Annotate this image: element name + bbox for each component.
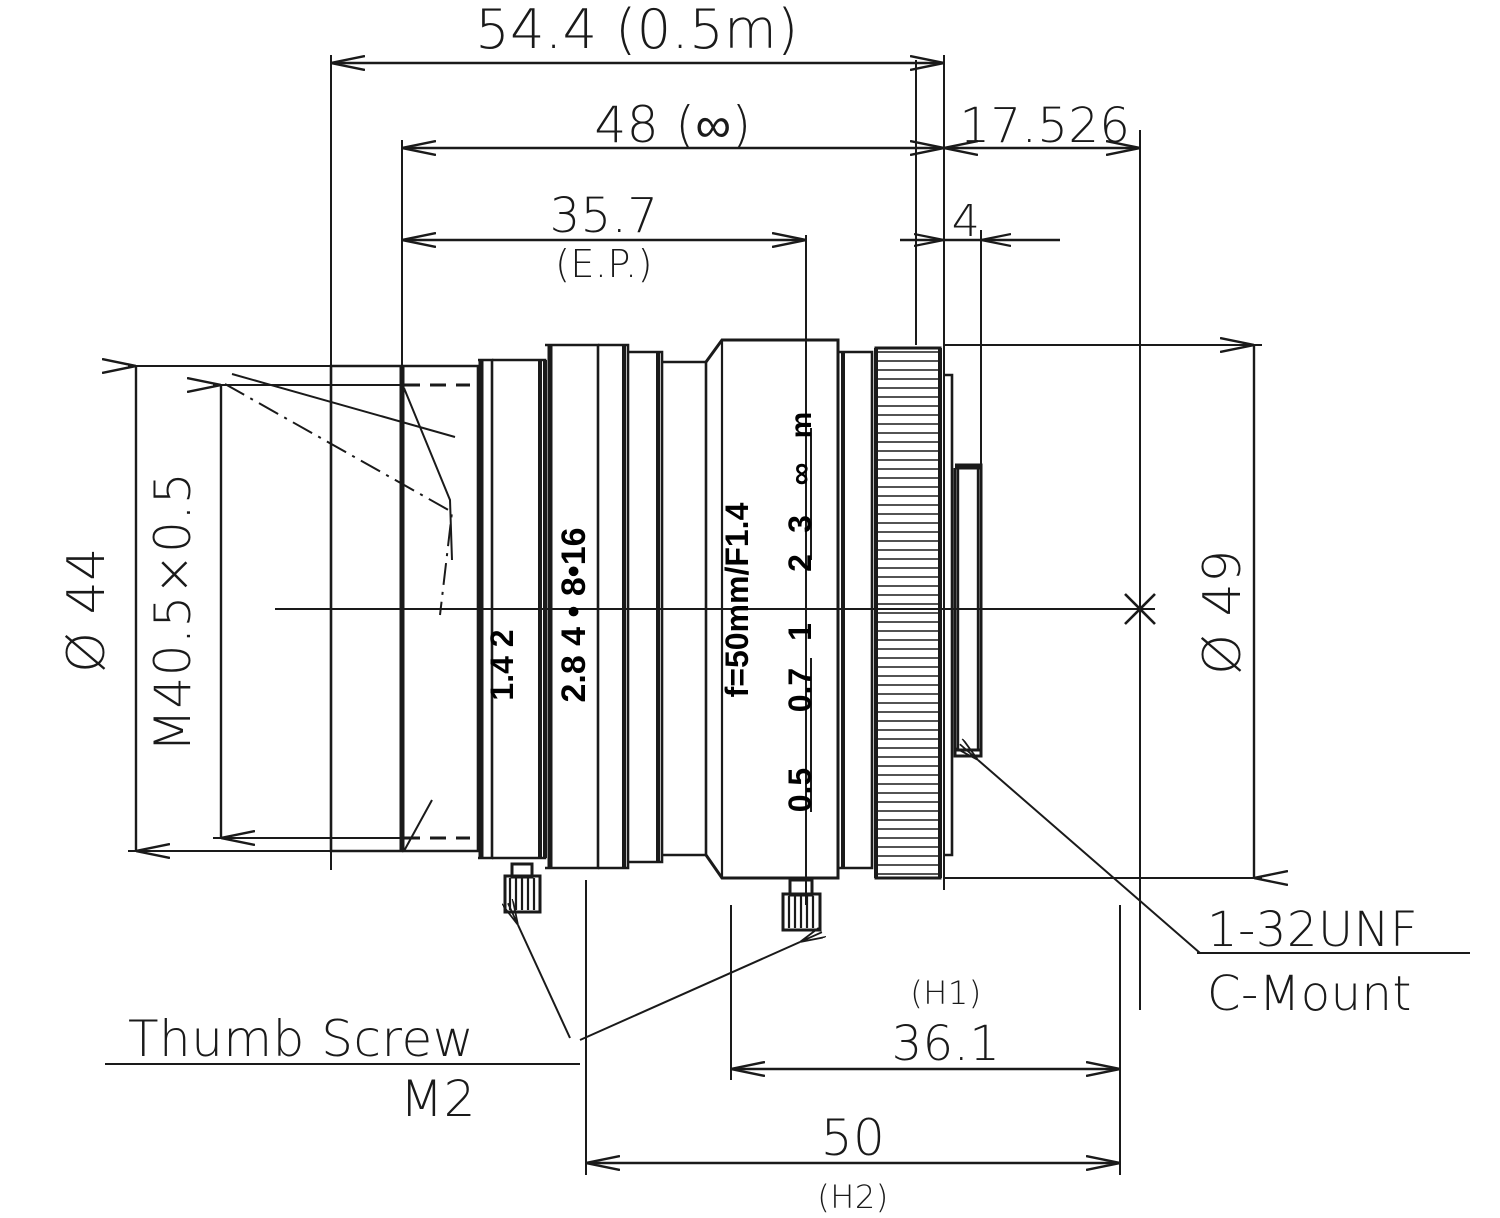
dim-label-h1: 36.1 <box>892 1016 1001 1072</box>
lens-section-f <box>628 350 664 864</box>
callout-mount-thread: 1-32UNF <box>1207 902 1418 958</box>
focus-scale-3: 2 <box>782 554 818 572</box>
dim-label-flange-focal: 17.526 <box>960 98 1131 154</box>
dim-label-h2-note: (H2) <box>817 1178 888 1216</box>
dim-label-entrance-pupil: 35.7 <box>550 188 659 244</box>
lens-chamfer <box>662 360 708 857</box>
lens-main-body <box>704 338 840 880</box>
focus-scale-0: 0.5 <box>782 768 818 812</box>
lens-section-e <box>598 343 630 870</box>
element-leader <box>231 373 456 438</box>
dim-label-overall-infinity: 48 (∞) <box>594 96 751 154</box>
focus-scale-5: ∞ <box>782 463 818 486</box>
ffd-cross-marker <box>1124 593 1156 625</box>
focus-scale-1: 0.7 <box>782 668 818 712</box>
dim-label-mount-thread-len: 4 <box>952 196 981 247</box>
extension-lines <box>128 55 1262 1175</box>
leader-c-mount <box>978 760 1470 954</box>
lens-section-d <box>545 343 600 870</box>
mount-spacer <box>944 373 954 857</box>
barrel-aperture-high: 2.8 4 • 8•16 <box>555 527 593 702</box>
dim-label-h2: 50 <box>821 1109 886 1167</box>
leader-thumb-screw-2 <box>579 942 800 1041</box>
dim-label-filter-thread: M40.5×0.5 <box>144 472 202 752</box>
element-centerline <box>224 383 454 616</box>
barrel-aperture-low: 1.4 2 <box>484 629 520 700</box>
focus-scale-6: m <box>785 412 818 439</box>
dim-label-front-diameter: Ø 44 <box>57 547 117 673</box>
front-element-profile <box>403 387 453 852</box>
callout-thumb-screw-size: M2 <box>400 1070 476 1128</box>
lens-rear-collar <box>838 350 874 870</box>
dim-label-entrance-pupil-note: (E.P.) <box>555 242 653 286</box>
leader-thumb-screw-1 <box>105 925 580 1065</box>
dim-label-h1-note: (H1) <box>910 974 981 1012</box>
filter-thread-dashed <box>404 383 470 840</box>
lens-ring-b <box>478 358 494 860</box>
dimension-lines <box>136 63 1254 1163</box>
focus-scale-4: 3 <box>782 515 818 533</box>
barrel-lens-label: f=50mm/F1.4 <box>719 502 755 697</box>
knurl-teeth <box>878 351 938 875</box>
focus-index-line <box>800 428 824 812</box>
callout-mount-type: C-Mount <box>1207 966 1412 1022</box>
lens-section-a <box>402 364 480 853</box>
focus-scale-2: 1 <box>782 623 818 641</box>
dim-label-overall-close: 54.4 (0.5m) <box>475 0 799 61</box>
callout-thumb-screw: Thumb Screw <box>128 1010 474 1068</box>
dim-label-body-diameter: Ø 49 <box>1193 549 1253 675</box>
